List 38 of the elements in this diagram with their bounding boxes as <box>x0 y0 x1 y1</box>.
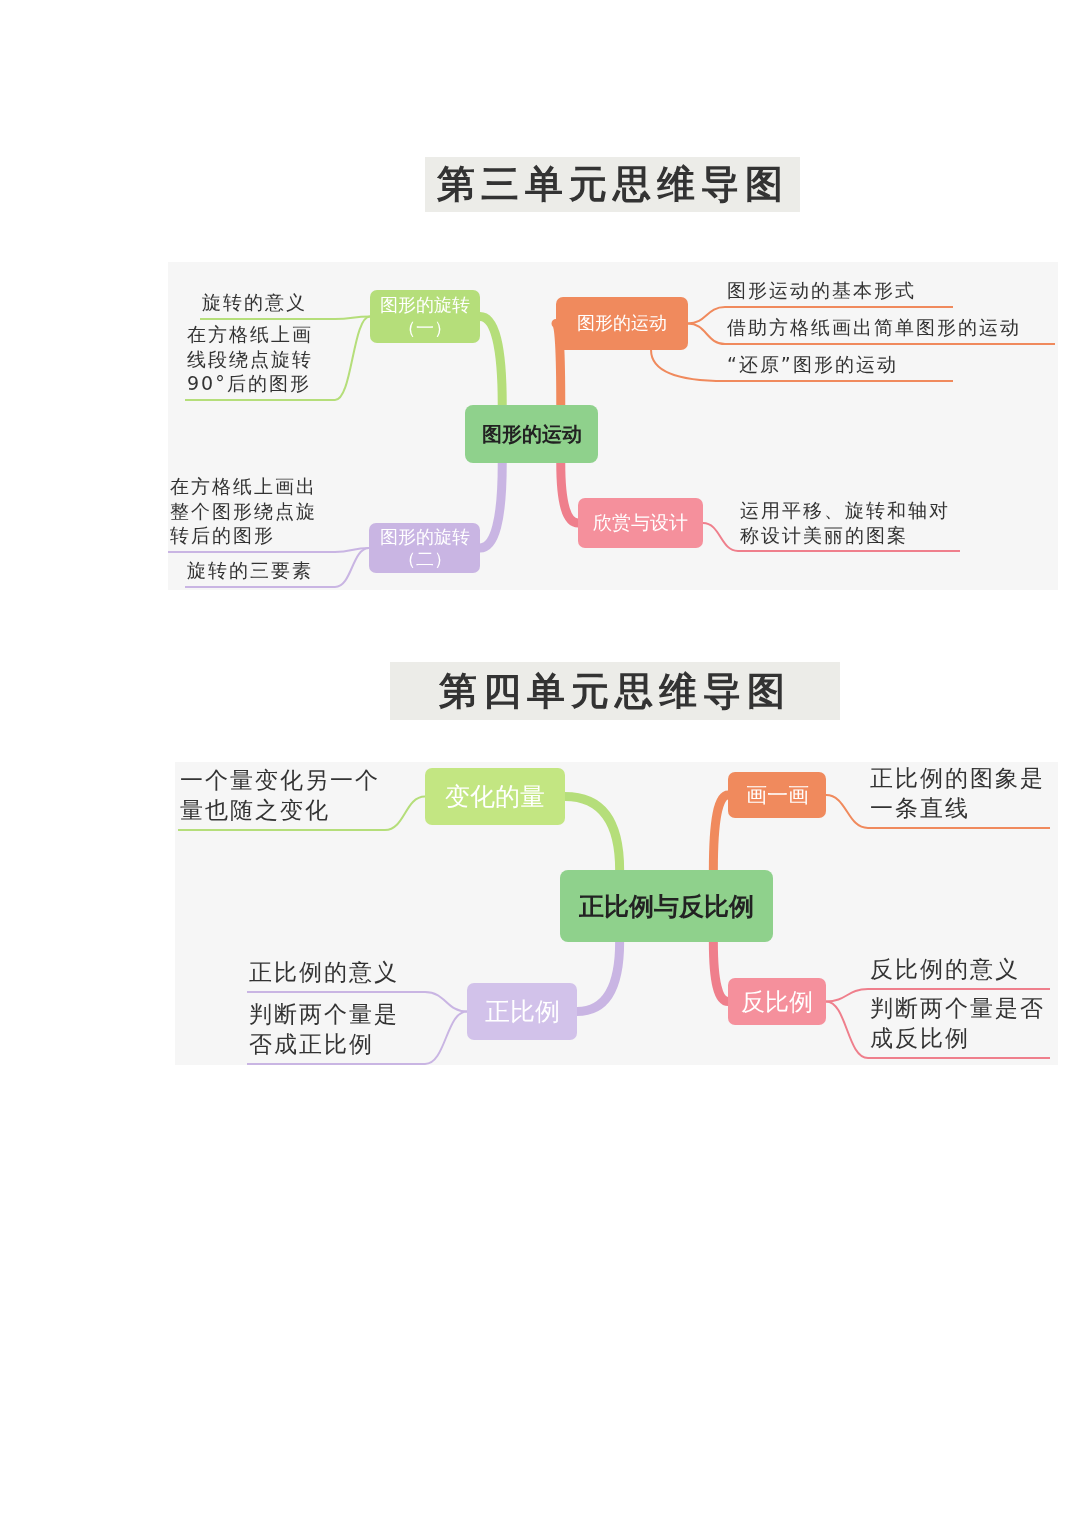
branch-topic-box: 图形的旋转（二） <box>369 523 480 573</box>
branch-topic-box: 图形的运动 <box>556 297 688 350</box>
leaf-text: 旋转的三要素 <box>185 558 335 588</box>
connector-line <box>334 315 371 401</box>
branch-topic-box: 反比例 <box>728 978 826 1025</box>
leaf-text: 反比例的意义 <box>868 955 1050 990</box>
leaf-text: 在方格纸上画线段绕点旋转90°后的图形 <box>185 322 335 402</box>
connector-line <box>687 306 726 325</box>
connector-line <box>825 1000 869 1059</box>
leaf-text: 在方格纸上画出整个图形绕点旋转后的图形 <box>168 474 335 554</box>
branch-topic-box: 欣赏与设计 <box>578 498 703 548</box>
connector-line <box>424 991 468 1013</box>
connector-line <box>384 795 426 831</box>
branch-topic-box: 正比例 <box>467 983 577 1040</box>
leaf-text: 正比例的意义 <box>247 958 425 993</box>
connector-line <box>825 988 869 1003</box>
connector-line <box>687 322 726 345</box>
central-topic-box: 正比例与反比例 <box>560 870 773 942</box>
leaf-text: 运用平移、旋转和轴对称设计美丽的图案 <box>738 498 960 553</box>
leaf-text: 判断两个量是否成正比例 <box>247 1000 425 1065</box>
connector-line <box>702 522 739 552</box>
leaf-text: 判断两个量是否成反比例 <box>868 994 1050 1059</box>
connector-line <box>334 547 370 588</box>
title-banner: 第三单元思维导图 <box>425 157 800 212</box>
connector-line <box>650 349 726 382</box>
leaf-text: 旋转的意义 <box>200 290 335 320</box>
leaf-text: 正比例的图象是一条直线 <box>868 764 1050 829</box>
branch-topic-box: 图形的旋转（一） <box>370 290 480 343</box>
branch-topic-box: 变化的量 <box>425 768 565 825</box>
connector-line <box>424 1010 468 1065</box>
leaf-text: 借助方格纸画出简单图形的运动 <box>725 315 1055 345</box>
connector-line <box>825 794 869 829</box>
leaf-text: 图形运动的基本形式 <box>725 278 953 308</box>
leaf-text: “还原”图形的运动 <box>725 352 953 382</box>
title-banner: 第四单元思维导图 <box>390 662 840 720</box>
central-topic-box: 图形的运动 <box>465 405 598 463</box>
leaf-text: 一个量变化另一个量也随之变化 <box>178 766 385 831</box>
branch-topic-box: 画一画 <box>728 772 826 818</box>
